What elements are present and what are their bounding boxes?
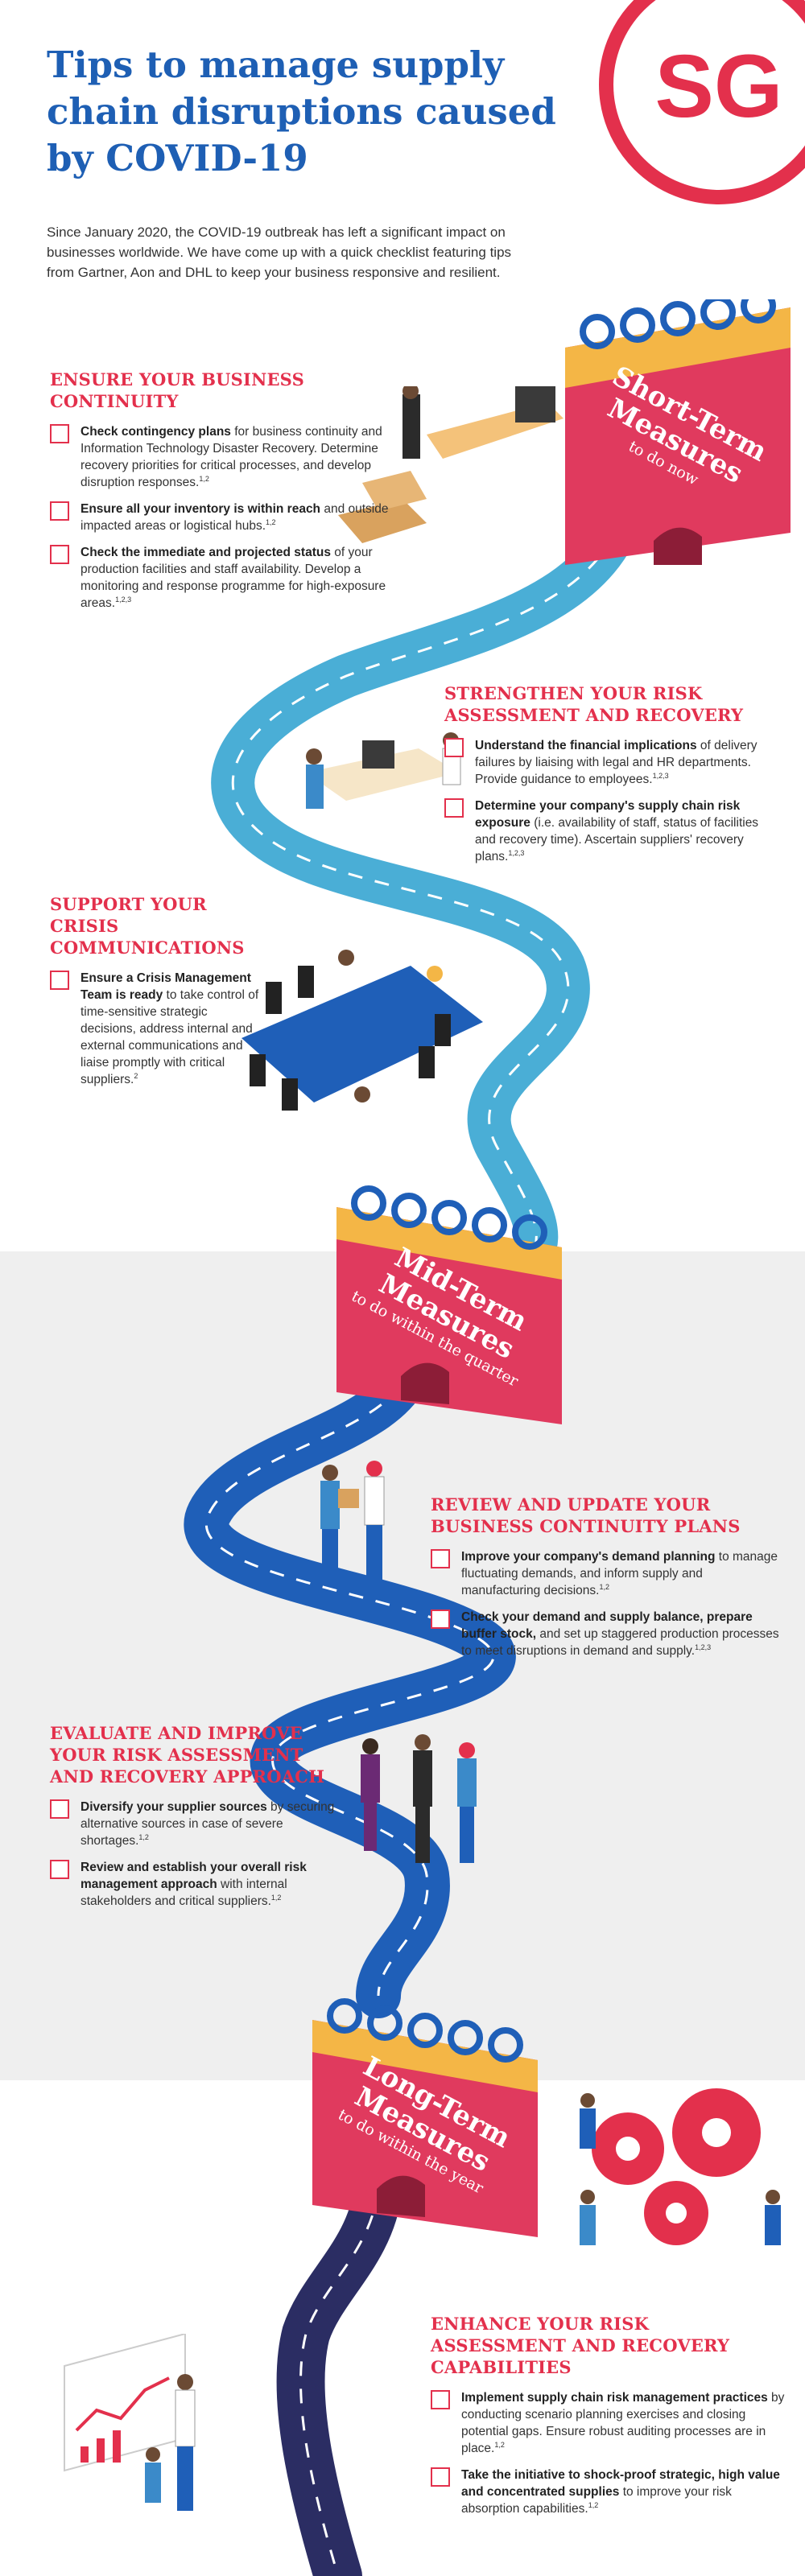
checklist-item: Review and establish your overall risk m…: [50, 1859, 340, 1910]
calendar-icon: [565, 288, 791, 565]
team-standing-illustration: [361, 1734, 477, 1863]
checkbox[interactable]: [50, 501, 69, 521]
section-title: Review and update your business continui…: [431, 1494, 741, 1536]
section-review-update-plans: Review and update your business continui…: [431, 1494, 785, 1669]
checklist-item: Take the initiative to shock-proof strat…: [431, 2467, 785, 2517]
checklist-item: Check contingency plans for business con…: [50, 423, 420, 491]
calendar-mid-term: Mid-Term Measures to do within the quart…: [328, 1159, 570, 1424]
section-title: Enhance your risk assessment and recover…: [431, 2314, 730, 2377]
checkbox[interactable]: [50, 971, 69, 990]
checkbox[interactable]: [444, 738, 464, 757]
checkbox[interactable]: [431, 1609, 450, 1629]
road-long-term: [276, 2165, 402, 2576]
section-ensure-business-continuity: Ensure your business continuity Check co…: [50, 369, 420, 621]
calendar-long-term: Long-Term Measures to do within the year: [304, 1972, 546, 2237]
section-title: Evaluate and improve your risk assessmen…: [50, 1723, 325, 1787]
conference-table-illustration: [242, 950, 483, 1111]
checkbox[interactable]: [431, 2467, 450, 2487]
section-evaluate-improve-risk: Evaluate and improve your risk assessmen…: [50, 1722, 340, 1919]
calendar-icon: [312, 1998, 538, 2237]
checklist-item: Diversify your supplier sources by secur…: [50, 1799, 340, 1849]
section-strengthen-risk-assessment: Strengthen your risk assessment and reco…: [444, 682, 782, 875]
checklist-item: Check the immediate and projected status…: [50, 544, 420, 612]
checkbox[interactable]: [50, 545, 69, 564]
checkbox[interactable]: [431, 2390, 450, 2409]
checklist-item: Determine your company's supply chain ri…: [444, 798, 782, 865]
checklist-item: Ensure a Crisis Management Team is ready…: [50, 970, 259, 1088]
checkbox[interactable]: [50, 1799, 69, 1819]
calendar-short-term: Short-Term Measures to do now: [557, 288, 799, 565]
section-support-crisis-communications: Support your crisis communications Ensur…: [50, 893, 259, 1098]
gears-illustration: [580, 2088, 781, 2245]
section-title: Strengthen your risk assessment and reco…: [444, 683, 744, 725]
section-enhance-risk-capabilities: Enhance your risk assessment and recover…: [431, 2313, 785, 2527]
section-title: Support your crisis communications: [50, 894, 245, 958]
workers-with-box-illustration: [320, 1461, 385, 1585]
office-desk-illustration: [338, 386, 564, 543]
checklist-item: Implement supply chain risk management p…: [431, 2389, 785, 2457]
sg-logo: SG: [599, 0, 805, 204]
page-title: Tips to manage supply chain disruptions …: [47, 43, 556, 179]
svg-text:SG: SG: [655, 37, 783, 136]
checkbox[interactable]: [444, 798, 464, 818]
checklist-item: Understand the financial implications of…: [444, 737, 782, 788]
checklist-item: Improve your company's demand planning t…: [431, 1548, 785, 1599]
checklist-item: Ensure all your inventory is within reac…: [50, 501, 420, 534]
section-title: Ensure your business continuity: [50, 369, 304, 411]
calendar-icon: [336, 1185, 562, 1424]
checkbox[interactable]: [50, 424, 69, 443]
checklist-item: Check your demand and supply balance, pr…: [431, 1609, 785, 1659]
checkbox[interactable]: [431, 1549, 450, 1568]
presentation-board-illustration: [64, 2334, 196, 2511]
intro-paragraph: Since January 2020, the COVID-19 outbrea…: [47, 225, 512, 280]
checkbox[interactable]: [50, 1860, 69, 1879]
